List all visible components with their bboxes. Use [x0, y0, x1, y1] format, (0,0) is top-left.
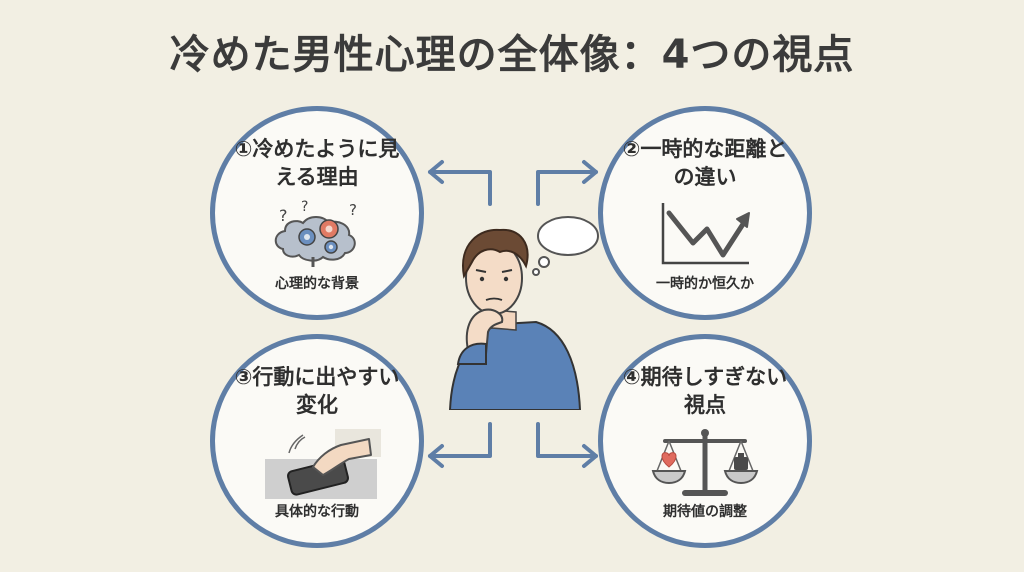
page-title: 冷めた男性心理の全体像：4つの視点 — [169, 32, 855, 78]
brain-gears-icon: ? ? ? — [274, 199, 357, 267]
viewpoint-3-title: ③行動に出やすい変化 — [234, 365, 400, 417]
viewpoint-3-circle: ③行動に出やすい変化 具体的な行動 — [210, 334, 424, 548]
arrow-to-viewpoint-4 — [536, 422, 598, 458]
svg-text:?: ? — [279, 206, 288, 225]
viewpoint-4-caption: 期待値の調整 — [663, 504, 747, 520]
viewpoint-2-circle: ②一時的な距離との違い 一時的か恒久か — [598, 106, 812, 320]
arrow-to-viewpoint-3 — [428, 422, 492, 458]
arrow-to-viewpoint-1 — [428, 170, 492, 206]
viewpoint-4-circle: ④期待しすぎない視点 期待値の調整 — [598, 334, 812, 548]
thinking-man-icon — [448, 216, 599, 410]
smartphone-hand-icon — [265, 429, 381, 499]
viewpoint-1-caption: 心理的な背景 — [275, 276, 359, 292]
viewpoint-2-title: ②一時的な距離との違い — [622, 137, 788, 189]
viewpoint-4-title: ④期待しすぎない視点 — [622, 365, 788, 417]
viewpoint-1-title: ①冷めたように見える理由 — [234, 137, 400, 189]
svg-text:?: ? — [349, 201, 357, 219]
arrow-to-viewpoint-2 — [536, 170, 598, 206]
viewpoint-3-caption: 具体的な行動 — [275, 504, 359, 520]
viewpoint-2-caption: 一時的か恒久か — [656, 276, 754, 292]
svg-text:?: ? — [301, 199, 308, 215]
viewpoint-1-circle: ①冷めたように見える理由 ? ? ? 心理的な背景 — [210, 106, 424, 320]
balance-scale-icon — [651, 429, 759, 496]
trend-chart-icon — [661, 203, 750, 265]
